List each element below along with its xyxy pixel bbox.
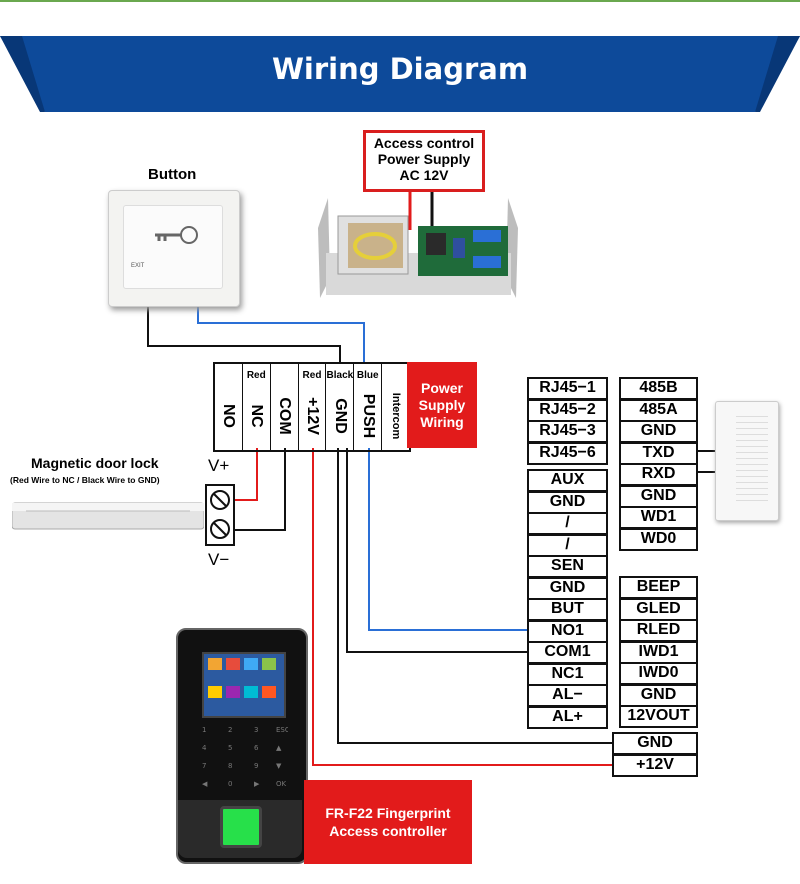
right-terminal-8: BEEP (619, 576, 698, 599)
right-terminal-12: IWD0 (619, 662, 698, 685)
left-terminal-5: GND (527, 490, 608, 514)
left-terminal-1: RJ45−2 (527, 398, 608, 422)
left-terminal-10: BUT (527, 598, 608, 621)
svg-text:3: 3 (254, 726, 258, 734)
fingerprint-controller-image: 1 2 3 ESC 4 5 6 ▲ 7 8 9 ▼ ◀ 0 ▶ OK (176, 628, 308, 864)
left-terminal-6: / (527, 512, 608, 535)
svg-text:6: 6 (254, 744, 259, 752)
wire-com1-black (346, 448, 528, 653)
left-terminal-8: SEN (527, 555, 608, 578)
right-terminal-14: 12VOUT (619, 705, 698, 728)
terminal-com: COM (271, 364, 299, 450)
right-terminal-7: WD0 (619, 527, 698, 551)
lock-subtitle: (Red Wire to NC / Black Wire to GND) (10, 475, 160, 485)
terminal-12v: Red+12V (299, 364, 327, 450)
wire-gnd-black (337, 448, 612, 744)
card-reader-image (715, 401, 779, 521)
wire-button-black (147, 305, 341, 362)
svg-text:8: 8 (228, 762, 232, 770)
power-input-terminal-1: +12V (612, 754, 698, 777)
wire-lock-red (232, 448, 258, 501)
right-terminal-13: GND (619, 683, 698, 707)
left-terminal-3: RJ45−6 (527, 441, 608, 465)
svg-text:4: 4 (202, 744, 207, 752)
right-terminal-3: TXD (619, 441, 698, 465)
right-terminal-5: GND (619, 484, 698, 508)
left-terminal-15: AL+ (527, 705, 608, 729)
terminal-no: NO (215, 364, 243, 450)
title-banner (0, 0, 800, 112)
left-terminal-4: AUX (527, 469, 608, 492)
svg-text:▲: ▲ (276, 744, 282, 752)
wire-push-blue (368, 448, 528, 631)
key-icon (155, 226, 198, 244)
svg-text:OK: OK (276, 780, 287, 788)
wire-button-blue (197, 305, 365, 362)
lock-terminals (205, 484, 235, 546)
exit-button-image: EXIT (108, 190, 240, 307)
right-terminal-6: WD1 (619, 506, 698, 529)
right-terminal-11: IWD1 (619, 640, 698, 664)
svg-text:7: 7 (202, 762, 206, 770)
terminal-intercom: Intercom (389, 392, 402, 440)
diagram-title: Wiring Diagram (271, 52, 529, 86)
svg-text:1: 1 (202, 726, 206, 734)
wire-lock-black (232, 448, 286, 531)
left-terminal-7: / (527, 533, 608, 557)
power-input-terminal-0: GND (612, 732, 698, 755)
left-terminal-12: COM1 (527, 641, 608, 664)
lock-title: Magnetic door lock (31, 455, 159, 471)
svg-text:▼: ▼ (276, 762, 282, 770)
right-terminal-2: GND (619, 420, 698, 443)
exit-text: EXIT (131, 263, 145, 269)
button-label: Button (148, 166, 197, 183)
lock-vplus: V+ (208, 456, 230, 475)
wire-12v-red (312, 448, 612, 766)
magnetic-lock-image (11, 497, 205, 533)
lock-vminus: V− (208, 550, 230, 569)
right-terminal-1: 485A (619, 398, 698, 422)
left-terminal-2: RJ45−3 (527, 420, 608, 443)
svg-text:0: 0 (228, 780, 232, 788)
svg-text:9: 9 (254, 762, 258, 770)
svg-text:◀: ◀ (202, 780, 208, 788)
svg-text:5: 5 (228, 744, 232, 752)
svg-text:ESC: ESC (276, 726, 288, 734)
right-terminal-9: GLED (619, 597, 698, 621)
right-terminal-0: 485B (619, 377, 698, 400)
power-supply-label: Access control Power Supply AC 12V (363, 130, 485, 192)
right-terminal-10: RLED (619, 619, 698, 642)
left-terminal-9: GND (527, 576, 608, 600)
svg-text:▶: ▶ (254, 780, 260, 788)
power-supply-image (318, 198, 518, 298)
svg-text:2: 2 (228, 726, 232, 734)
left-terminal-11: NO1 (527, 619, 608, 643)
left-terminal-14: AL− (527, 684, 608, 707)
right-terminal-4: RXD (619, 463, 698, 486)
left-terminal-0: RJ45−1 (527, 377, 608, 400)
left-terminal-13: NC1 (527, 662, 608, 686)
